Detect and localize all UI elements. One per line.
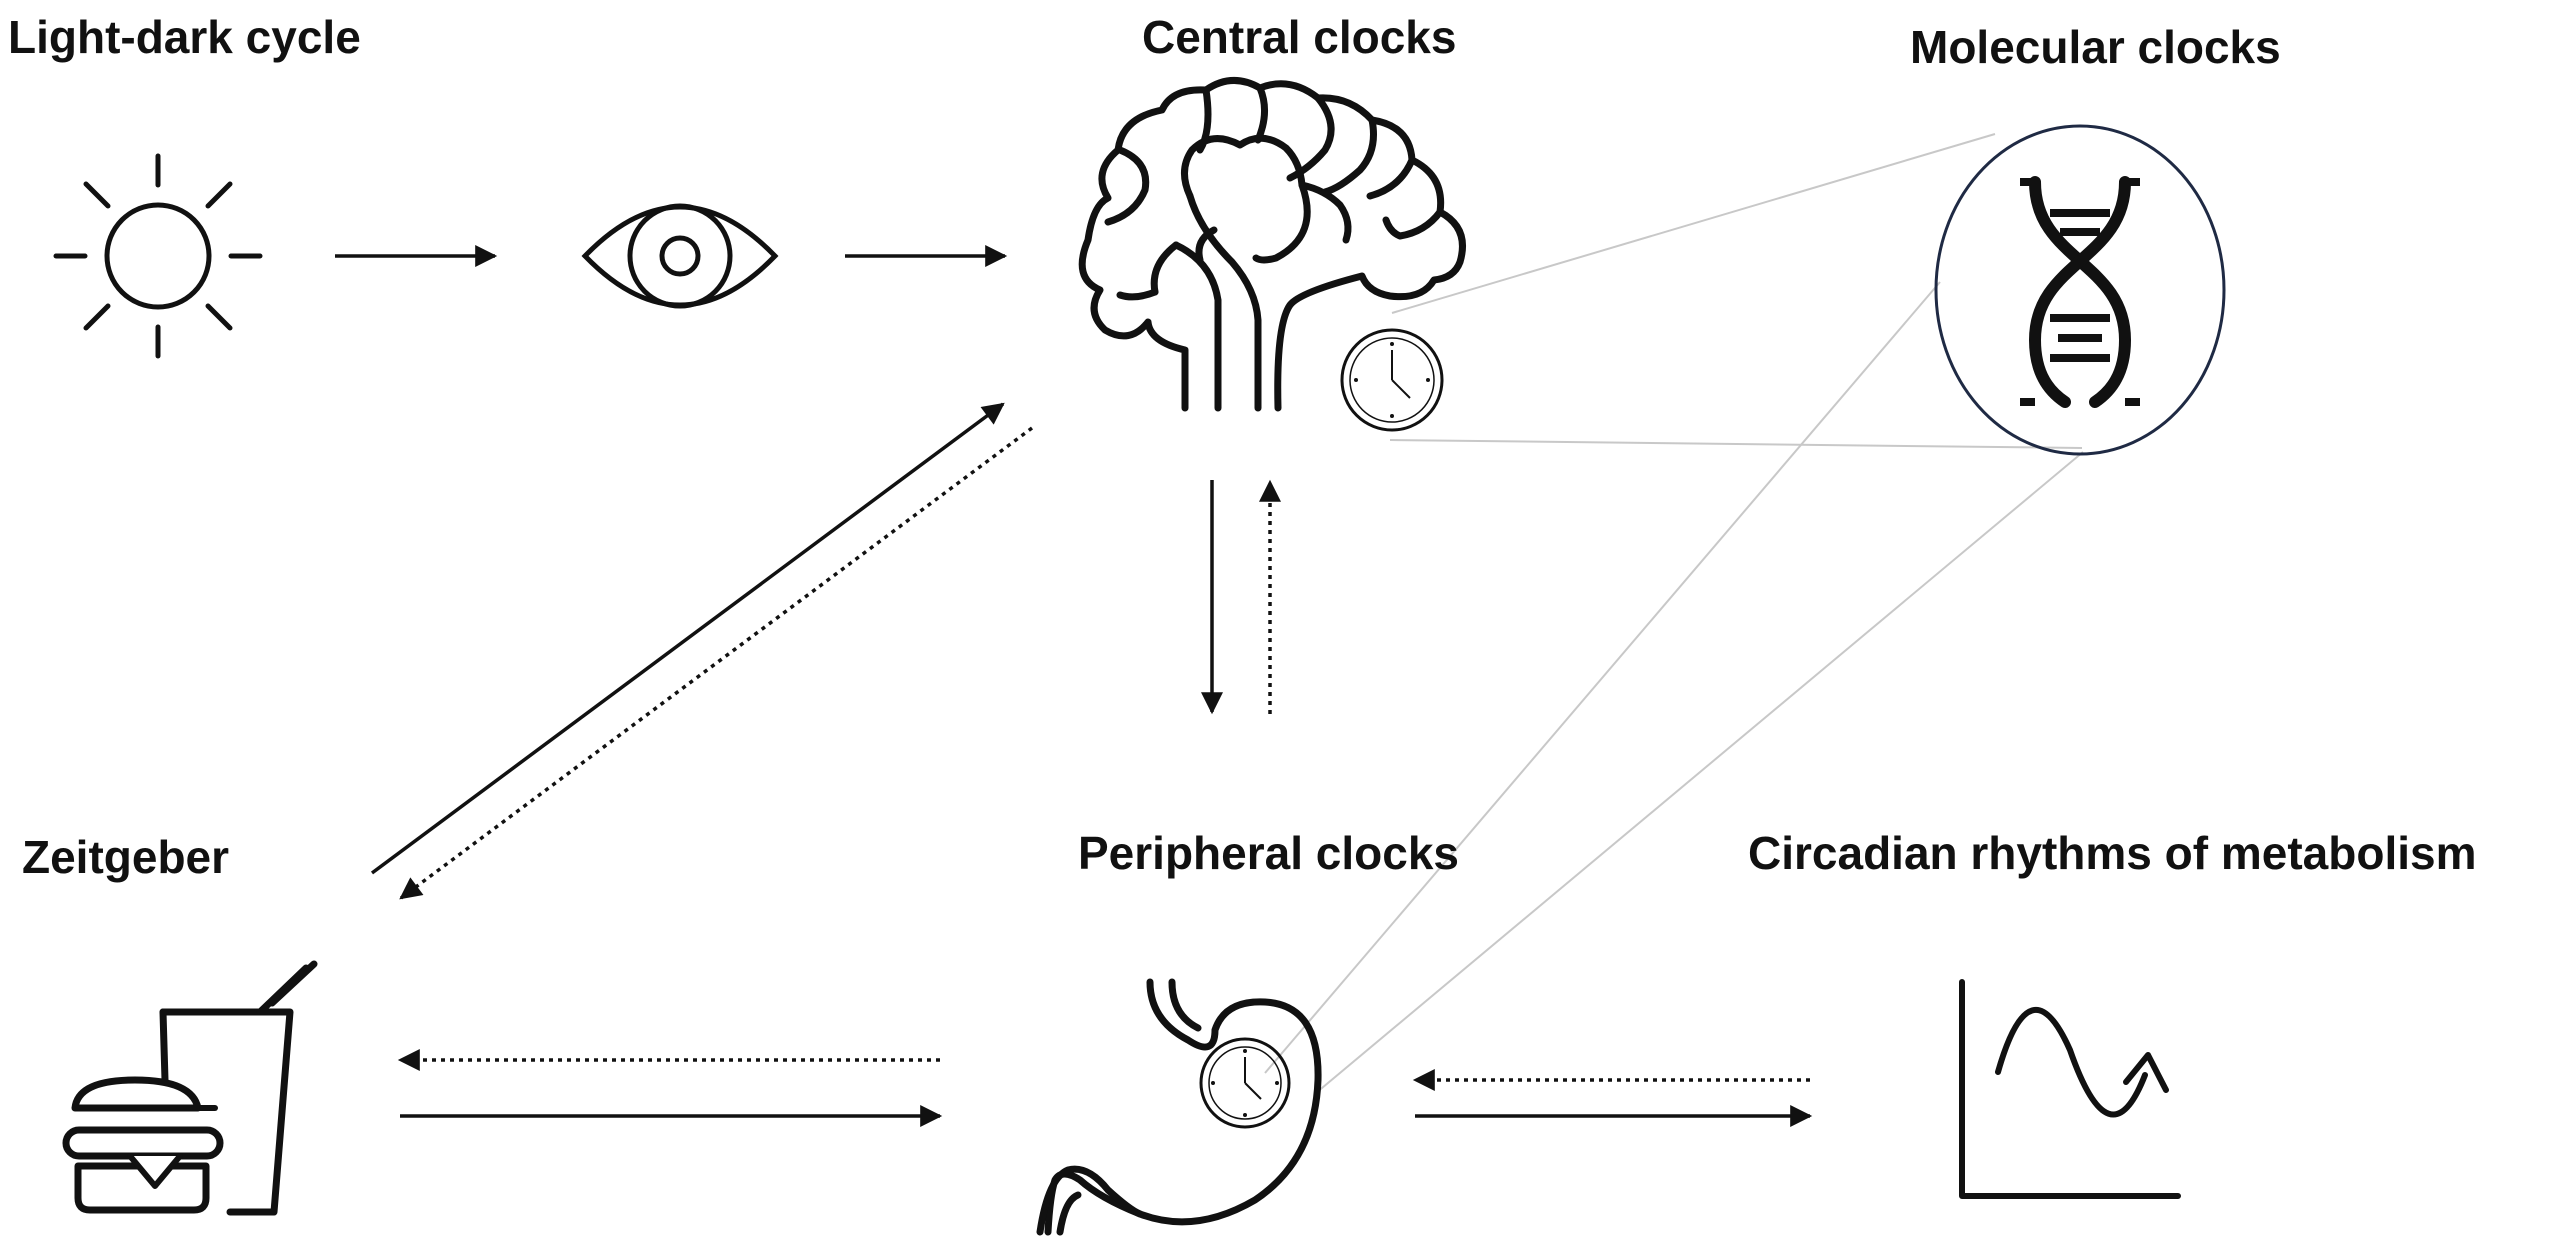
brain-icon (1078, 77, 1466, 412)
clock-icon (1199, 1037, 1291, 1129)
clock-icon (1340, 328, 1444, 432)
label-circadian-rhythms: Circadian rhythms of metabolism (1748, 827, 2477, 879)
label-central-clocks: Central clocks (1142, 11, 1457, 63)
arrow-zeitgeber-to-central (370, 402, 1005, 875)
label-molecular-clocks: Molecular clocks (1910, 21, 2281, 73)
label-zeitgeber: Zeitgeber (22, 831, 230, 883)
sun-icon (53, 153, 263, 359)
dna-icon (2020, 176, 2140, 408)
stomach-icon (1036, 978, 1322, 1236)
graph-icon (1959, 979, 2181, 1199)
label-peripheral-clocks: Peripheral clocks (1078, 827, 1459, 879)
arrow-central-to-zeitgeber (399, 426, 1034, 900)
molecular-zoom-circle (1934, 124, 2226, 456)
molecular-connector-lines (1264, 133, 2084, 1094)
food-icon (62, 960, 318, 1216)
label-light-dark-cycle: Light-dark cycle (8, 11, 361, 63)
eye-icon (581, 203, 779, 309)
